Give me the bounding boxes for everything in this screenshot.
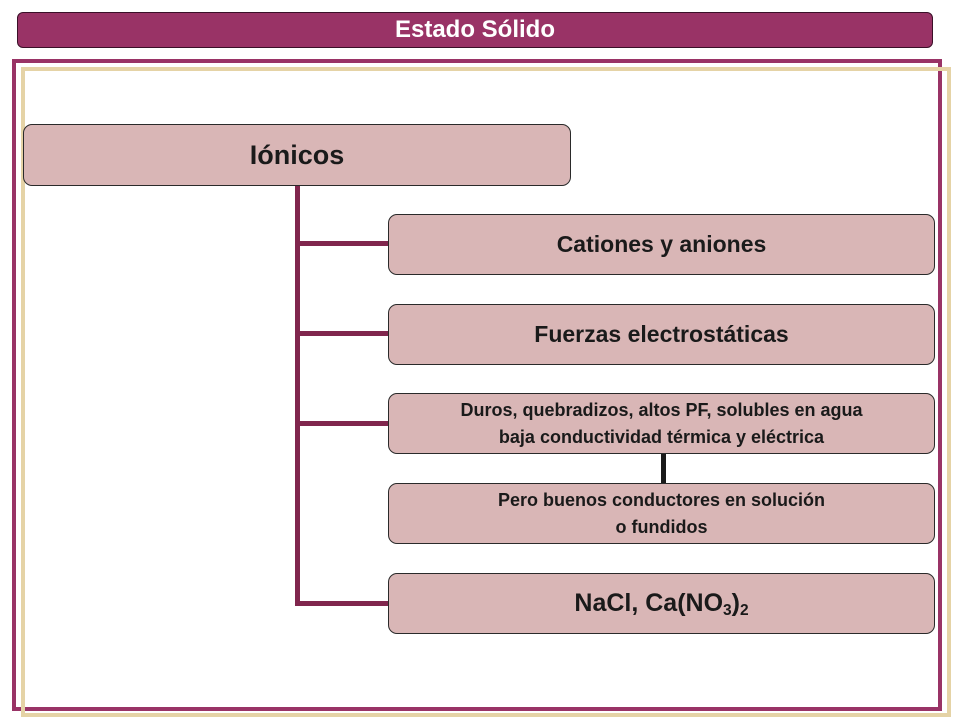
node-conductores-line-1: Pero buenos conductores en solución (497, 489, 826, 510)
node-conductores: Pero buenos conductores en solución o fu… (388, 483, 935, 544)
formula-sub-1: 3 (723, 601, 732, 619)
formula-ejemplos: NaCl, Ca(NO3)2 (574, 589, 748, 618)
node-propiedades-line-1: Duros, quebradizos, altos PF, solubles e… (460, 399, 863, 420)
slide-title: Estado Sólido (17, 12, 933, 48)
frame-outer-border (12, 59, 942, 711)
node-ionicos: Iónicos (23, 124, 571, 186)
frame-inner-border (21, 67, 951, 717)
connector-branch-2 (295, 331, 388, 336)
node-cationes-aniones: Cationes y aniones (388, 214, 935, 275)
formula-part-2: ) (731, 589, 740, 617)
formula-sub-2: 2 (739, 601, 749, 619)
node-ejemplos: NaCl, Ca(NO3)2 (388, 573, 935, 634)
connector-branch-3 (295, 421, 388, 426)
node-propiedades: Duros, quebradizos, altos PF, solubles e… (388, 393, 935, 454)
node-fuerzas-electrostaticas: Fuerzas electrostáticas (388, 304, 935, 365)
connector-property-link (661, 454, 666, 483)
connector-trunk (295, 186, 300, 606)
node-conductores-line-2: o fundidos (615, 516, 708, 537)
node-propiedades-line-2: baja conductividad térmica y eléctrica (498, 426, 825, 447)
connector-branch-1 (295, 241, 388, 246)
connector-branch-5 (295, 601, 388, 606)
formula-part-1: NaCl, Ca(NO (574, 589, 724, 617)
